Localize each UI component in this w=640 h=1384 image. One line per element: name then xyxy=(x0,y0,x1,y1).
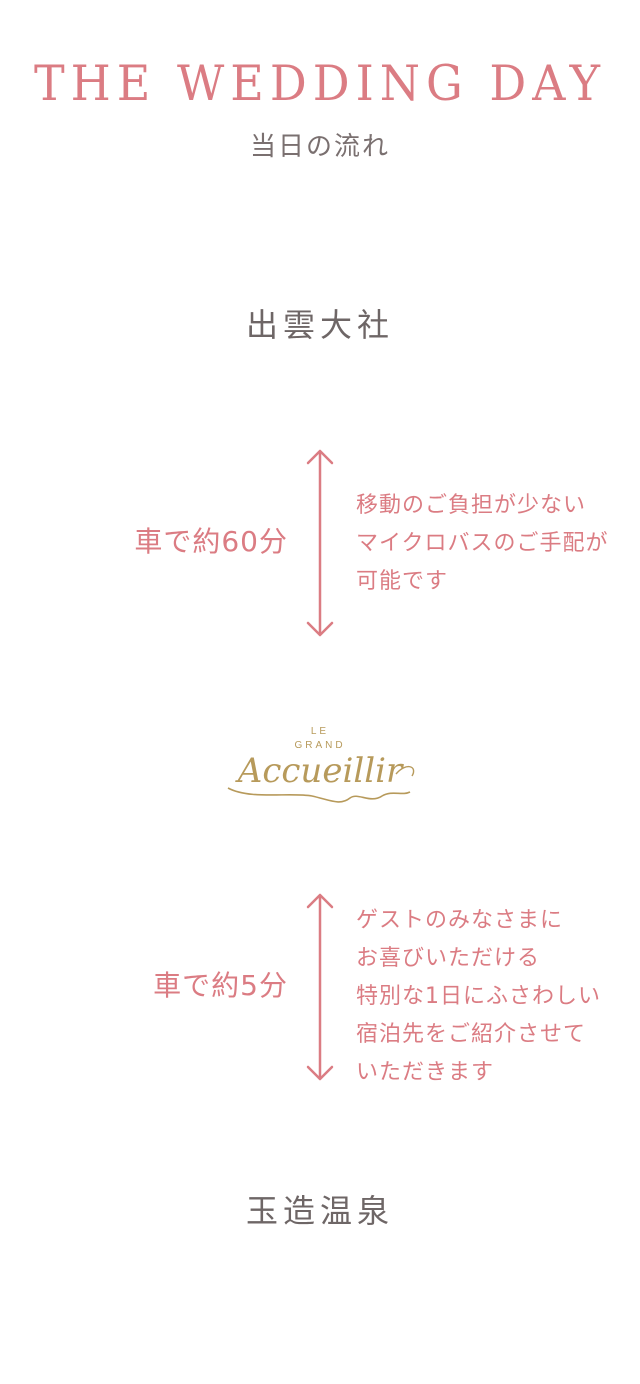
leg1-note-line: 移動のご負担が少ない xyxy=(356,493,587,518)
leg1-note-line: 可能です xyxy=(356,569,449,594)
leg2-note-line: いただきます xyxy=(356,1060,495,1085)
double-arrow-icon xyxy=(306,449,334,637)
place-tamatsukuri-onsen: 玉造温泉 xyxy=(245,1192,394,1230)
double-arrow-icon xyxy=(306,893,334,1081)
le-grand-accueillir-logo: LE GRAND Accueillir xyxy=(220,720,420,810)
leg2-note-line: 特別な1日にふさわしい xyxy=(356,984,601,1009)
leg2-note-line: お喜びいただける xyxy=(356,946,541,971)
place-izumo-taisha: 出雲大社 xyxy=(245,306,394,344)
leg2-note: ゲストのみなさまに お喜びいただける 特別な1日にふさわしい 宿泊先をご紹介させ… xyxy=(356,902,636,1092)
logo-script-text: Accueillir xyxy=(235,751,404,791)
page-subtitle-jp: 当日の流れ xyxy=(249,132,390,162)
leg2-note-line: ゲストのみなさまに xyxy=(356,908,564,933)
leg2-note-line: 宿泊先をご紹介させて xyxy=(356,1022,587,1047)
logo-script: Accueillir xyxy=(227,751,415,803)
leg2-duration: 車で約5分 xyxy=(153,969,288,1002)
page-title-en: THE WEDDING DAY xyxy=(33,54,606,112)
leg1-duration: 車で約60分 xyxy=(134,525,288,558)
logo-text-grand: GRAND xyxy=(294,740,346,751)
logo-text-le: LE xyxy=(310,726,330,737)
leg1-note-line: マイクロバスのご手配が xyxy=(356,531,609,556)
leg1-note: 移動のご負担が少ない マイクロバスのご手配が 可能です xyxy=(356,487,636,601)
